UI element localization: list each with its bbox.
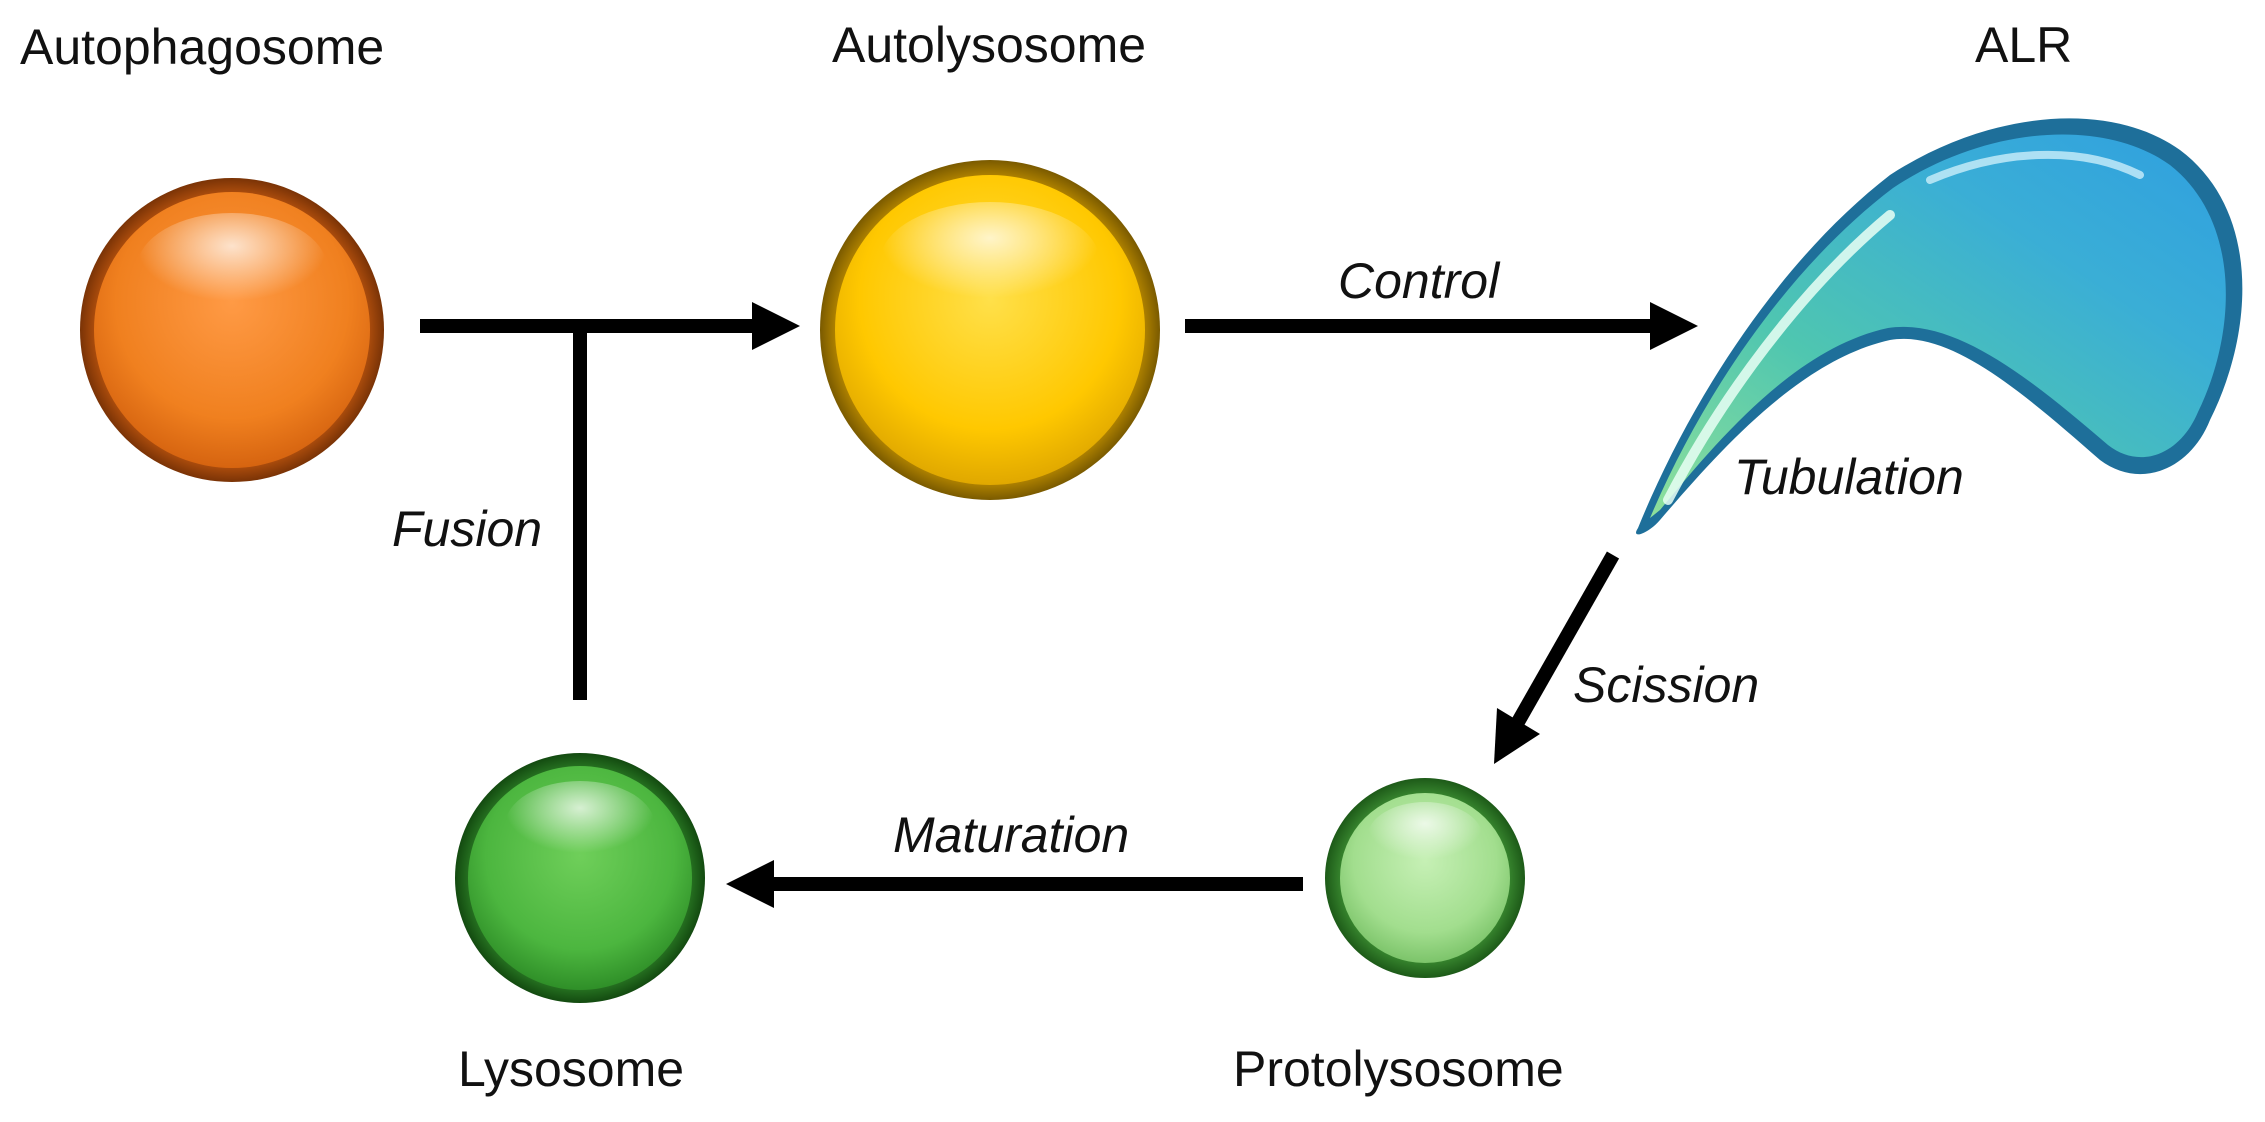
control-label: Control	[1338, 253, 1500, 309]
tubulation-label: Tubulation	[1734, 449, 1964, 505]
autolysosome-node	[820, 160, 1160, 500]
maturation-arrow	[726, 860, 1303, 908]
autolysosome-label: Autolysosome	[832, 17, 1147, 73]
protolysosome-label: Protolysosome	[1233, 1041, 1564, 1097]
maturation-label: Maturation	[893, 807, 1130, 863]
scission-arrow	[1494, 551, 1620, 764]
control-arrow	[1185, 302, 1698, 350]
lysosome-node	[455, 753, 705, 1003]
fusion-label: Fusion	[392, 501, 543, 557]
alr-label: ALR	[1975, 17, 2073, 73]
autophagosome-label: Autophagosome	[20, 19, 385, 75]
lysosome-label: Lysosome	[458, 1041, 685, 1097]
scission-label: Scission	[1573, 657, 1760, 713]
autophagosome-node	[80, 178, 384, 482]
alr-node	[1636, 118, 2243, 535]
fusion-arrow	[420, 302, 800, 350]
protolysosome-node	[1325, 778, 1525, 978]
